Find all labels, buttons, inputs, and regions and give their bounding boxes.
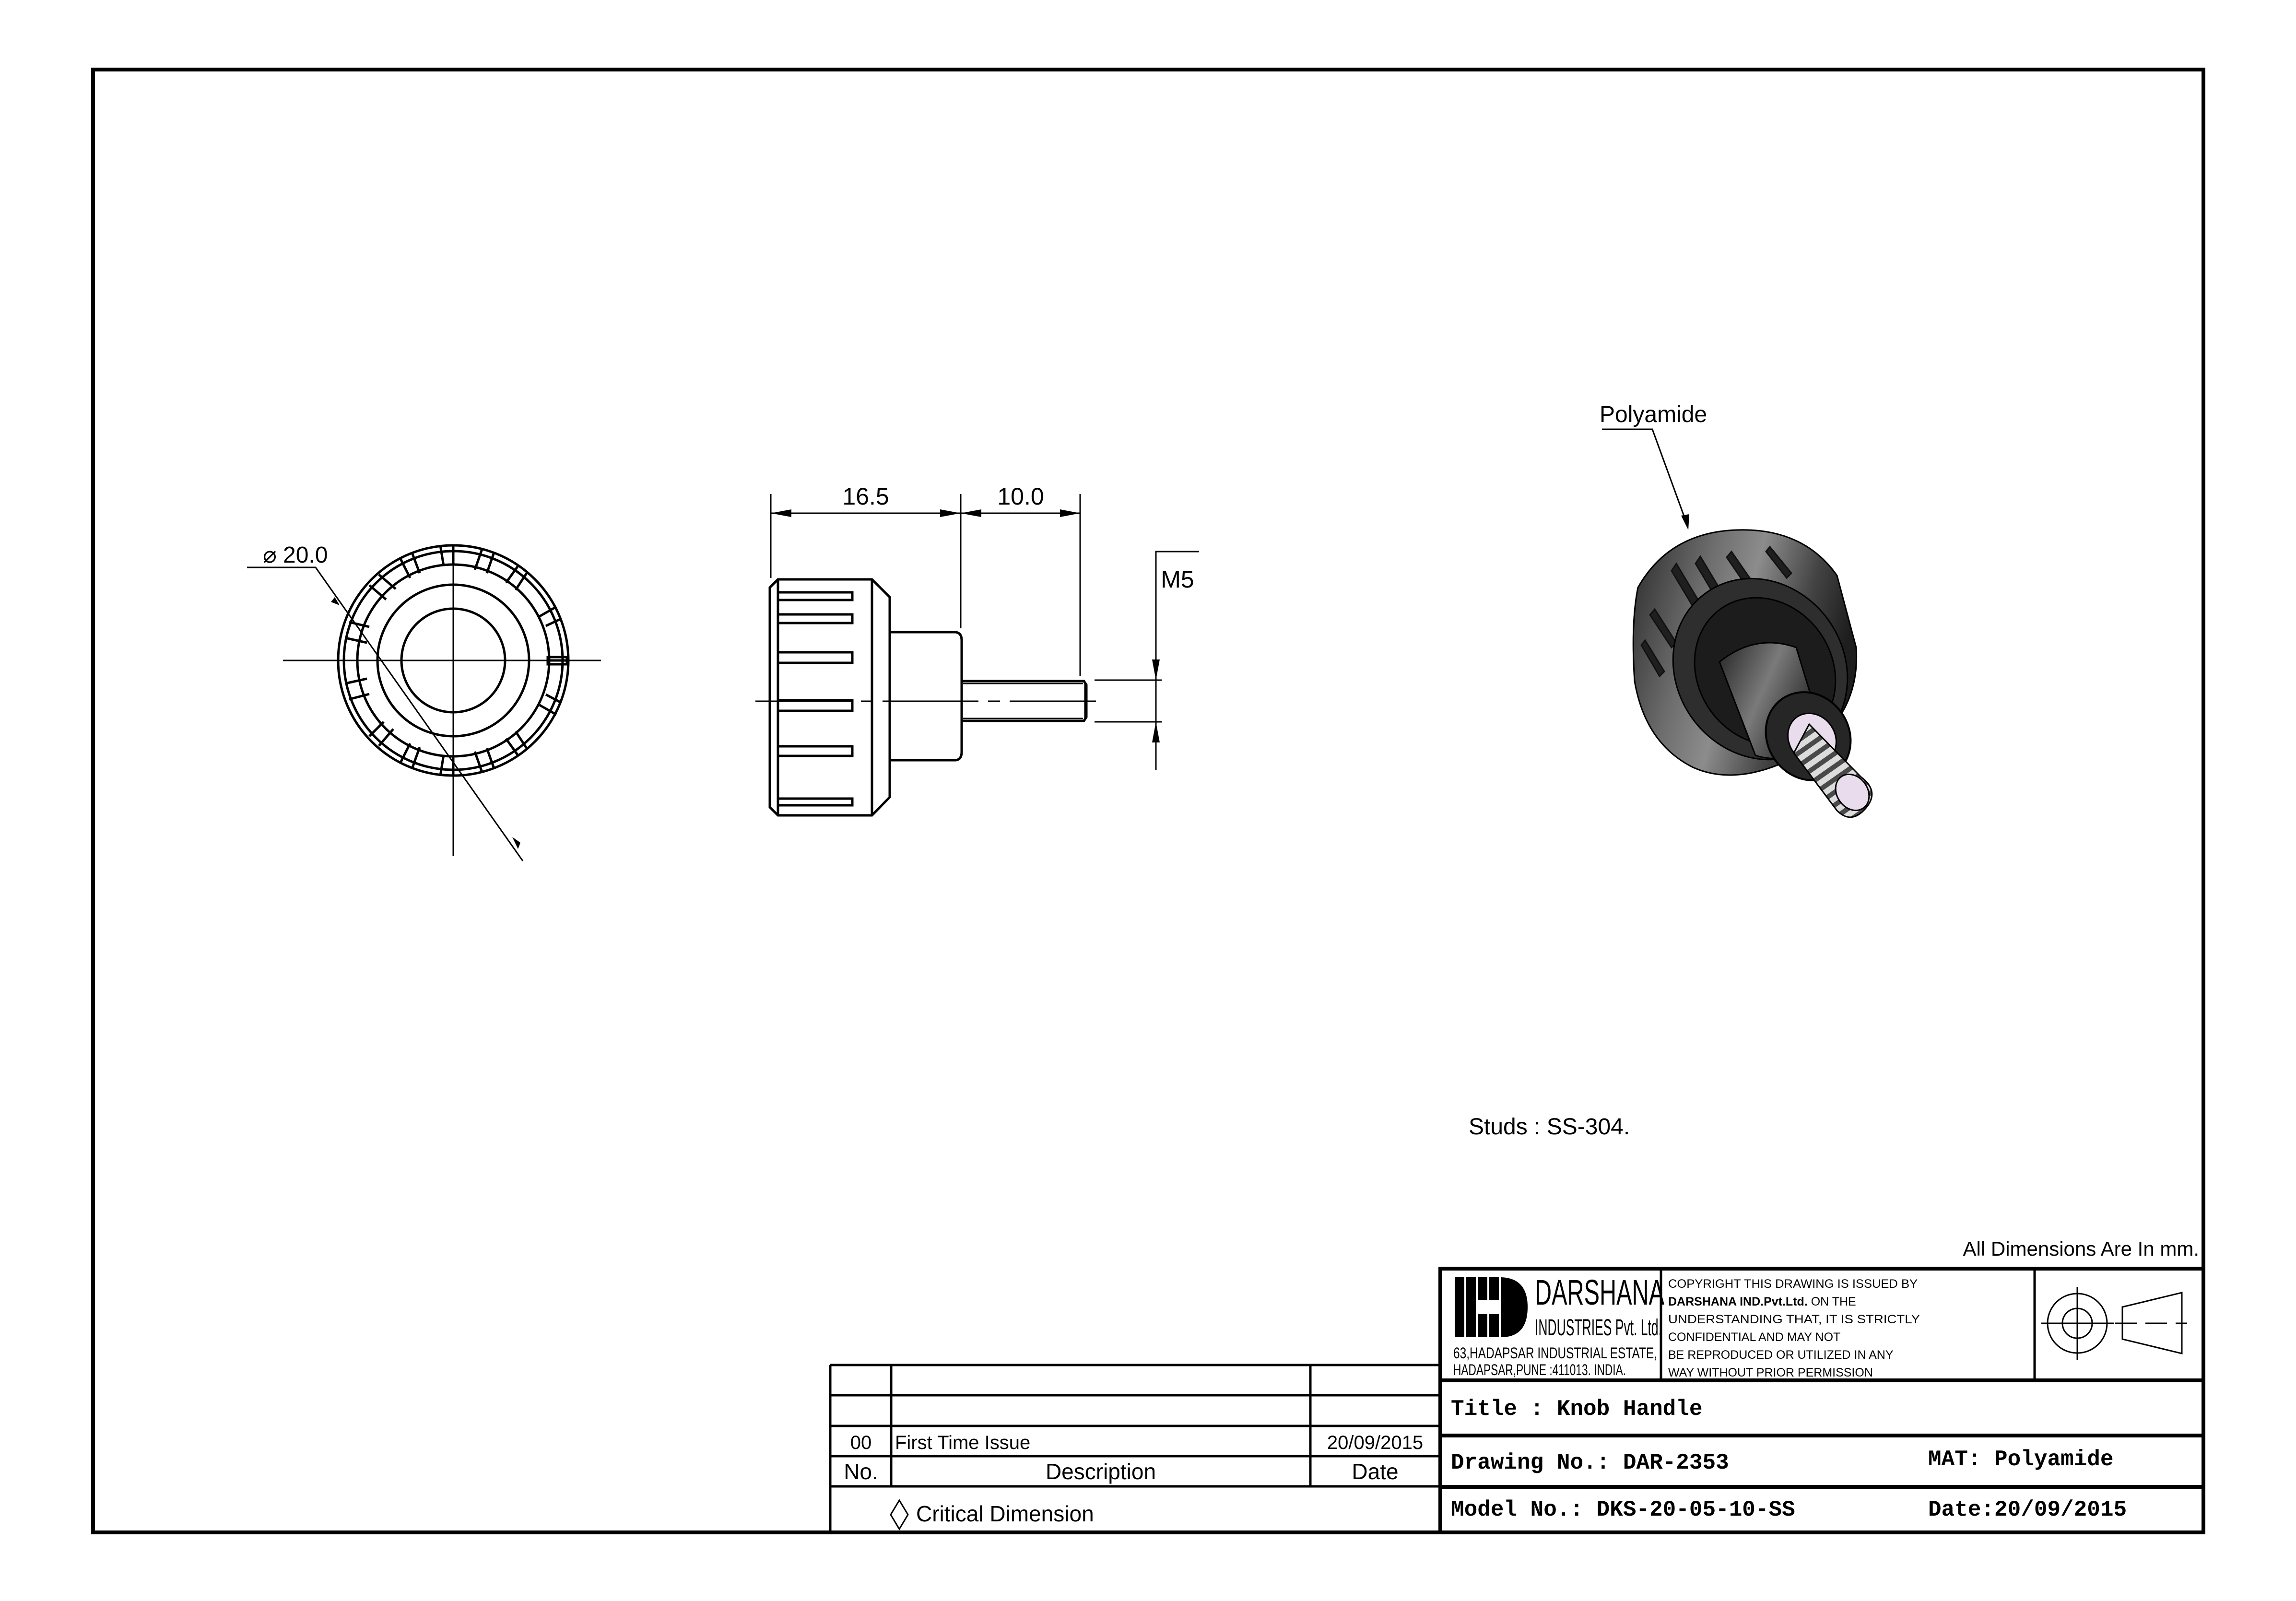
isometric-view: Polyamide <box>1600 402 1873 818</box>
sheet-border <box>91 68 2205 1534</box>
header-no: No. <box>844 1459 878 1484</box>
svg-text:First Time Issue: First Time Issue <box>895 1432 1030 1453</box>
svg-text:CONFIDENTIAL AND MAY NOT: CONFIDENTIAL AND MAY NOT <box>1668 1330 1840 1344</box>
revision-table: 00 First Time Issue 20/09/2015 No. Descr… <box>829 1364 1440 1533</box>
critical-dimension-diamond-icon <box>890 1499 909 1530</box>
svg-text:20/09/2015: 20/09/2015 <box>1327 1432 1423 1453</box>
svg-text:DARSHANA IND.Pvt.Ltd. ON THE: DARSHANA IND.Pvt.Ltd. ON THE <box>1668 1295 1856 1308</box>
diameter-dimension: 20.0 <box>283 542 328 568</box>
revision-row: 00 First Time Issue 20/09/2015 <box>850 1432 1423 1453</box>
header-date: Date <box>1352 1459 1398 1484</box>
material-spec: MAT: Polyamide <box>1928 1447 2113 1472</box>
svg-text:COPYRIGHT THIS DRAWING IS ISSU: COPYRIGHT THIS DRAWING IS ISSUED BY <box>1668 1277 1918 1291</box>
header-description: Description <box>1046 1459 1156 1484</box>
material-callout: Polyamide <box>1600 402 1707 427</box>
svg-text:WAY WITHOUT PRIOR PERMISSION: WAY WITHOUT PRIOR PERMISSION <box>1668 1366 1873 1379</box>
company-name: DARSHANA <box>1535 1272 1664 1312</box>
third-angle-projection-icon <box>2041 1287 2187 1360</box>
front-view: ⌀ 20.0 <box>247 542 601 861</box>
svg-text:UNDERSTANDING THAT, IT IS STRI: UNDERSTANDING THAT, IT IS STRICTLY <box>1668 1313 1920 1326</box>
address-line-1: 63,HADAPSAR INDUSTRIAL ESTATE, <box>1453 1344 1657 1362</box>
svg-text:BE REPRODUCED OR UTILIZED IN A: BE REPRODUCED OR UTILIZED IN ANY <box>1668 1348 1894 1362</box>
diameter-symbol: ⌀ <box>263 542 277 568</box>
address-line-2: HADAPSAR,PUNE :411013. INDIA. <box>1453 1361 1626 1378</box>
studs-note: Studs : SS-304. <box>1469 1114 1630 1140</box>
svg-text:00: 00 <box>850 1432 872 1453</box>
units-note: All Dimensions Are In mm. <box>1963 1237 2199 1260</box>
critical-dimension-legend: Critical Dimension <box>916 1501 1094 1526</box>
drawing-number: Drawing No.: DAR-2353 <box>1451 1450 1729 1475</box>
thread-callout: M5 <box>1161 566 1194 593</box>
drawing-date: Date:20/09/2015 <box>1928 1497 2127 1522</box>
dimension-stud-length: 10.0 <box>997 483 1044 510</box>
dimension-head-length: 16.5 <box>842 483 889 510</box>
model-number: Model No.: DKS-20-05-10-SS <box>1451 1497 1795 1522</box>
drawing-title: Title : Knob Handle <box>1451 1397 1703 1422</box>
title-block: DARSHANA INDUSTRIES Pvt. Ltd. 63,HADAPSA… <box>1438 1267 2205 1534</box>
copyright-notice: COPYRIGHT THIS DRAWING IS ISSUED BY DARS… <box>1668 1277 1920 1379</box>
company-logo <box>1455 1277 1528 1337</box>
company-subtitle: INDUSTRIES Pvt. Ltd. <box>1535 1315 1662 1341</box>
side-view: 16.5 10.0 M5 <box>755 483 1199 817</box>
